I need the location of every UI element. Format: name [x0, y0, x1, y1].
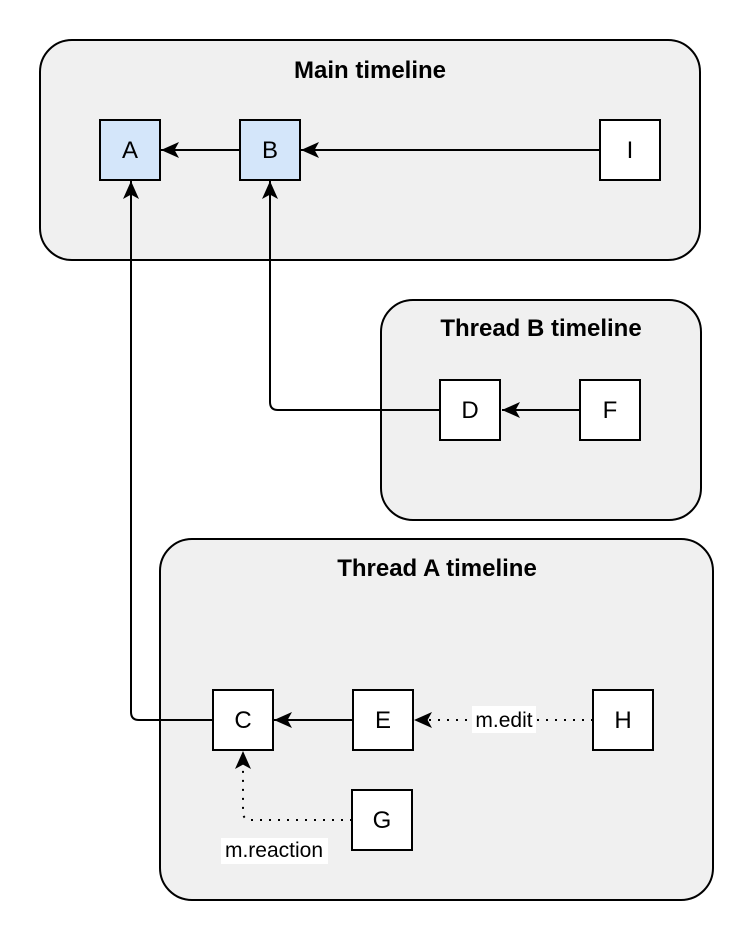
node-c-label: C [234, 707, 251, 734]
edge-label-m-edit-text: m.edit [475, 709, 532, 732]
node-i-box [599, 119, 661, 181]
node-d: D [439, 379, 501, 441]
node-c: C [212, 689, 274, 751]
node-e: E [352, 689, 414, 751]
edge-c-to-a [123, 181, 213, 721]
edge-d-to-b [262, 181, 440, 411]
node-c-box [212, 689, 274, 751]
edge-label-m-edit: m.edit [472, 706, 536, 733]
node-g-label: G [373, 807, 392, 834]
node-i-label: I [627, 137, 634, 164]
node-a-label: A [122, 137, 138, 164]
node-f: F [579, 379, 641, 441]
node-b-box [239, 119, 301, 181]
node-h: H [592, 689, 654, 751]
node-g-box [351, 789, 413, 851]
node-i: I [599, 119, 661, 181]
node-f-label: F [603, 397, 618, 424]
node-a-box [99, 119, 161, 181]
node-f-box [579, 379, 641, 441]
container-thread-a-timeline-title: Thread A timeline [337, 555, 537, 582]
node-g: G [351, 789, 413, 851]
node-e-box [352, 689, 414, 751]
node-e-label: E [375, 707, 391, 734]
edge-label-m-reaction-bg [221, 838, 328, 864]
node-h-label: H [614, 707, 631, 734]
container-main-timeline-title: Main timeline [294, 57, 446, 84]
node-d-box [439, 379, 501, 441]
node-d-label: D [461, 397, 478, 424]
node-a: A [99, 119, 161, 181]
edge-label-m-reaction-text: m.reaction [225, 839, 323, 862]
edge-label-m-edit-bg [472, 706, 536, 733]
edge-label-m-reaction: m.reaction [221, 838, 328, 864]
node-h-box [592, 689, 654, 751]
node-b: B [239, 119, 301, 181]
node-b-label: B [262, 137, 278, 164]
container-thread-b-timeline-title: Thread B timeline [440, 315, 641, 342]
